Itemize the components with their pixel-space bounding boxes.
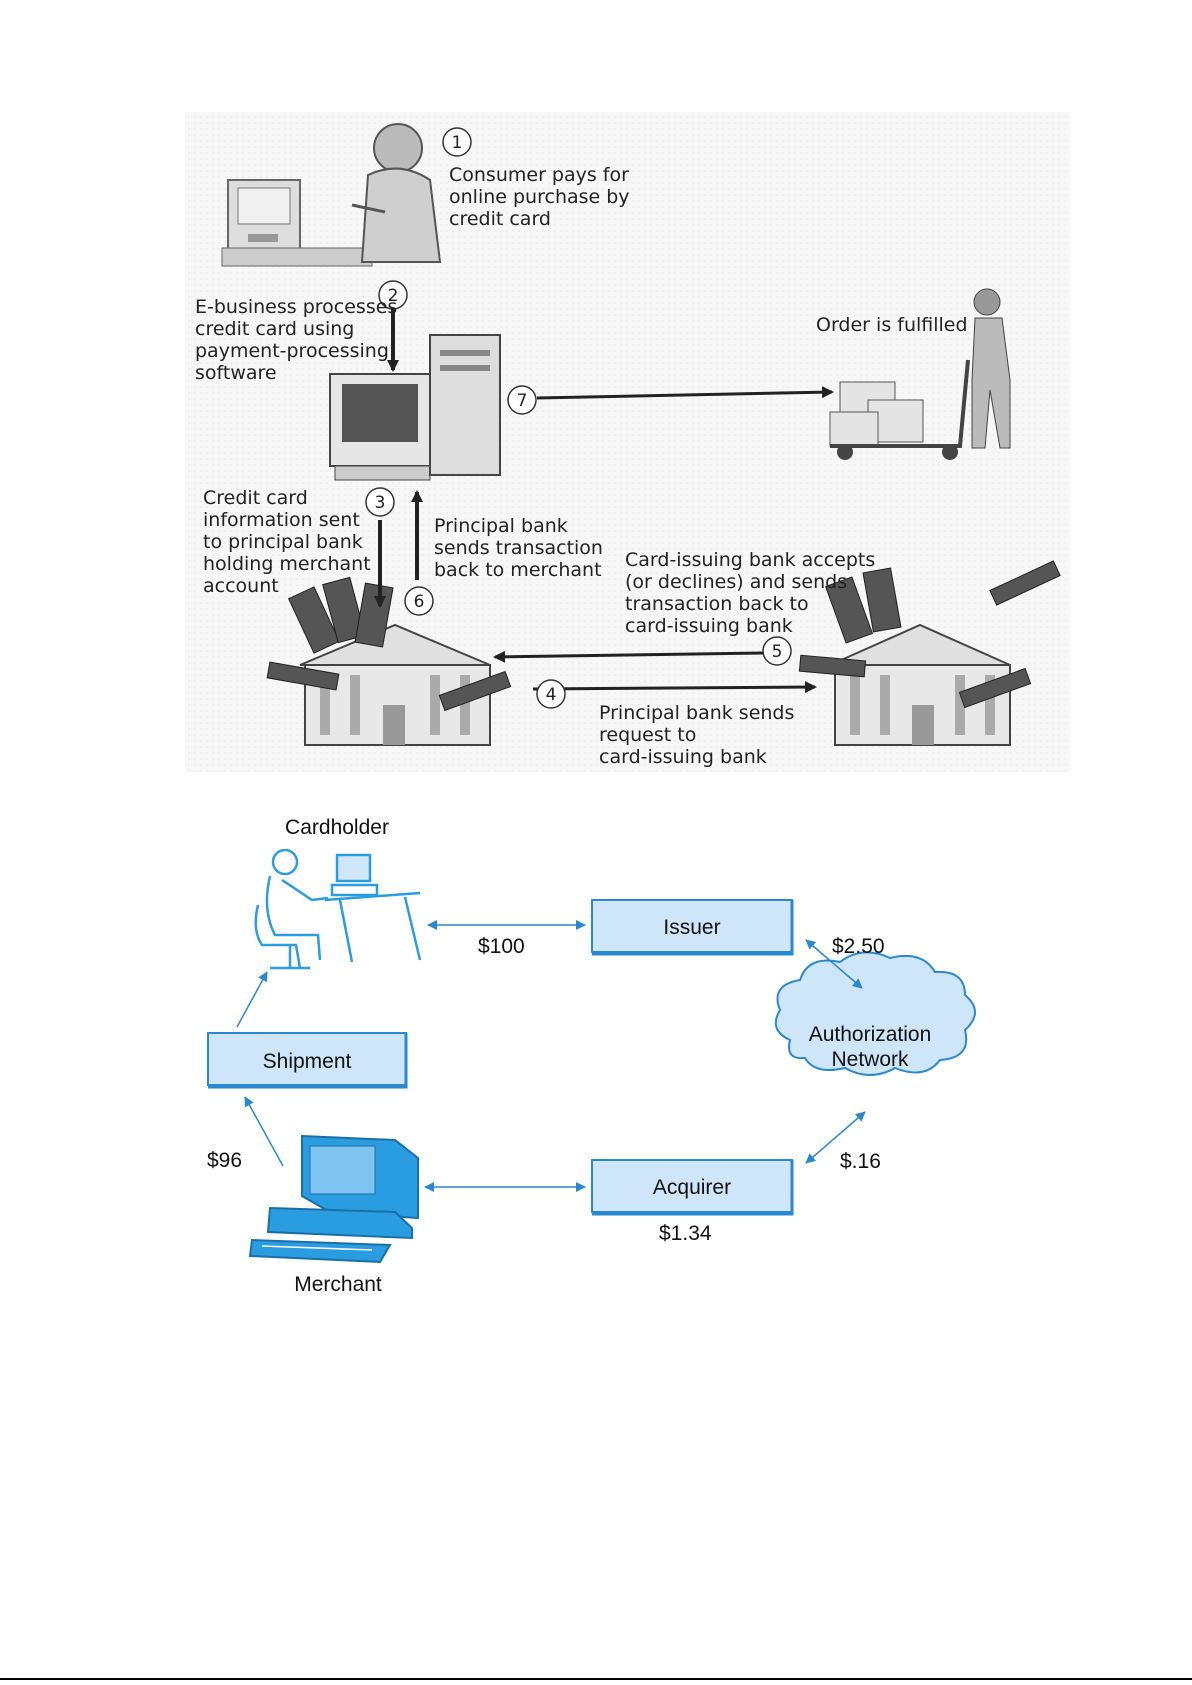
amount-cardholder-issuer: $100 bbox=[478, 935, 525, 958]
svg-text:Principal bank: Principal bank bbox=[434, 515, 568, 537]
svg-text:Consumer pays for: Consumer pays for bbox=[449, 164, 629, 186]
amount-acquirer: $1.34 bbox=[659, 1222, 712, 1245]
cardholder-label: Cardholder bbox=[285, 816, 389, 839]
step-7-caption: Order is fulfilled bbox=[816, 314, 968, 336]
issuer-box bbox=[591, 899, 793, 953]
step-1-caption: Consumer pays for online purchase by cre… bbox=[449, 164, 630, 230]
bottom-diagram: Cardholder Issuer Authorization Network bbox=[207, 816, 976, 1296]
step-5-arrow bbox=[493, 650, 766, 663]
shipment-box bbox=[207, 1032, 407, 1086]
authorization-network-label-line-2: Network bbox=[831, 1048, 909, 1071]
svg-text:4: 4 bbox=[546, 685, 557, 705]
acquirer-network-connector bbox=[805, 1111, 866, 1164]
page-bottom-rule bbox=[0, 1678, 1192, 1680]
amount-issuer-network: $2.50 bbox=[832, 935, 885, 958]
svg-text:card-issuing bank: card-issuing bank bbox=[625, 615, 793, 637]
svg-text:sends transaction: sends transaction bbox=[434, 537, 603, 559]
top-diagram: 1 2 3 4 5 6 7 Consumer pays for online p… bbox=[185, 112, 1070, 772]
svg-text:software: software bbox=[195, 362, 277, 384]
svg-text:7: 7 bbox=[517, 391, 528, 411]
svg-text:card-issuing bank: card-issuing bank bbox=[599, 746, 767, 768]
step-3-caption: Credit card information sent to principa… bbox=[203, 487, 371, 597]
step-5-caption: Card-issuing bank accepts (or declines) … bbox=[625, 549, 875, 637]
svg-text:payment-processing: payment-processing bbox=[195, 340, 389, 362]
acquirer-box bbox=[591, 1159, 793, 1213]
svg-text:Credit card: Credit card bbox=[203, 487, 308, 509]
principal-bank-illustration bbox=[266, 576, 512, 746]
step-4-caption: Principal bank sends request to card-iss… bbox=[599, 702, 794, 768]
step-7-marker: 7 bbox=[507, 385, 537, 415]
authorization-network-node: Authorization Network bbox=[774, 951, 976, 1076]
amount-network-acquirer: $.16 bbox=[840, 1150, 881, 1173]
merchant-icon bbox=[248, 1134, 419, 1264]
delivery-worker-illustration bbox=[829, 288, 1011, 460]
step-3-marker: 3 bbox=[365, 487, 395, 517]
acquirer-label: Acquirer bbox=[653, 1176, 731, 1199]
svg-text:credit card using: credit card using bbox=[195, 318, 354, 340]
shipment-node: Shipment bbox=[207, 1032, 408, 1089]
step-1-marker: 1 bbox=[442, 127, 472, 157]
step-7-arrow bbox=[536, 386, 834, 400]
svg-text:Order is fulfilled: Order is fulfilled bbox=[816, 314, 968, 336]
svg-text:credit card: credit card bbox=[449, 208, 551, 230]
svg-text:online purchase by: online purchase by bbox=[449, 186, 630, 208]
svg-text:transaction back to: transaction back to bbox=[625, 593, 809, 615]
svg-text:holding merchant: holding merchant bbox=[203, 553, 371, 575]
svg-text:6: 6 bbox=[414, 592, 425, 612]
svg-text:request to: request to bbox=[599, 724, 696, 746]
svg-text:E-business processes: E-business processes bbox=[195, 296, 397, 318]
merchant-shipment-connector bbox=[244, 1096, 284, 1167]
acquirer-node: Acquirer bbox=[591, 1159, 794, 1216]
svg-text:2: 2 bbox=[388, 286, 399, 306]
svg-text:Card-issuing bank accepts: Card-issuing bank accepts bbox=[625, 549, 875, 571]
svg-text:Principal bank sends: Principal bank sends bbox=[599, 702, 794, 724]
svg-text:1: 1 bbox=[452, 133, 463, 153]
amount-merchant-shipment: $96 bbox=[207, 1149, 242, 1172]
svg-text:(or declines) and sends: (or declines) and sends bbox=[625, 571, 847, 593]
svg-text:5: 5 bbox=[772, 642, 783, 662]
svg-text:3: 3 bbox=[375, 493, 386, 513]
authorization-network-label-line-1: Authorization bbox=[809, 1023, 932, 1046]
shipment-cardholder-connector bbox=[236, 971, 268, 1028]
step-2-caption: E-business processes credit card using p… bbox=[195, 296, 397, 384]
consumer-illustration bbox=[221, 123, 442, 267]
card-issuing-bank-illustration bbox=[798, 560, 1061, 746]
cardholder-icon bbox=[254, 848, 422, 970]
svg-text:back to merchant: back to merchant bbox=[434, 559, 602, 581]
issuer-network-connector bbox=[805, 939, 863, 989]
step-2-marker: 2 bbox=[378, 280, 408, 310]
computer-illustration bbox=[329, 334, 501, 481]
issuer-node: Issuer bbox=[591, 899, 794, 956]
step-6-marker: 6 bbox=[404, 586, 434, 616]
svg-text:to principal bank: to principal bank bbox=[203, 531, 363, 553]
step-6-caption: Principal bank sends transaction back to… bbox=[434, 515, 603, 581]
svg-text:information sent: information sent bbox=[203, 509, 360, 531]
step-4-marker: 4 bbox=[536, 679, 566, 709]
step-5-marker: 5 bbox=[762, 636, 792, 666]
step-4-arrow bbox=[532, 681, 817, 694]
issuer-label: Issuer bbox=[663, 916, 720, 939]
svg-text:account: account bbox=[203, 575, 279, 597]
merchant-label: Merchant bbox=[294, 1273, 382, 1296]
shipment-label: Shipment bbox=[263, 1050, 352, 1073]
